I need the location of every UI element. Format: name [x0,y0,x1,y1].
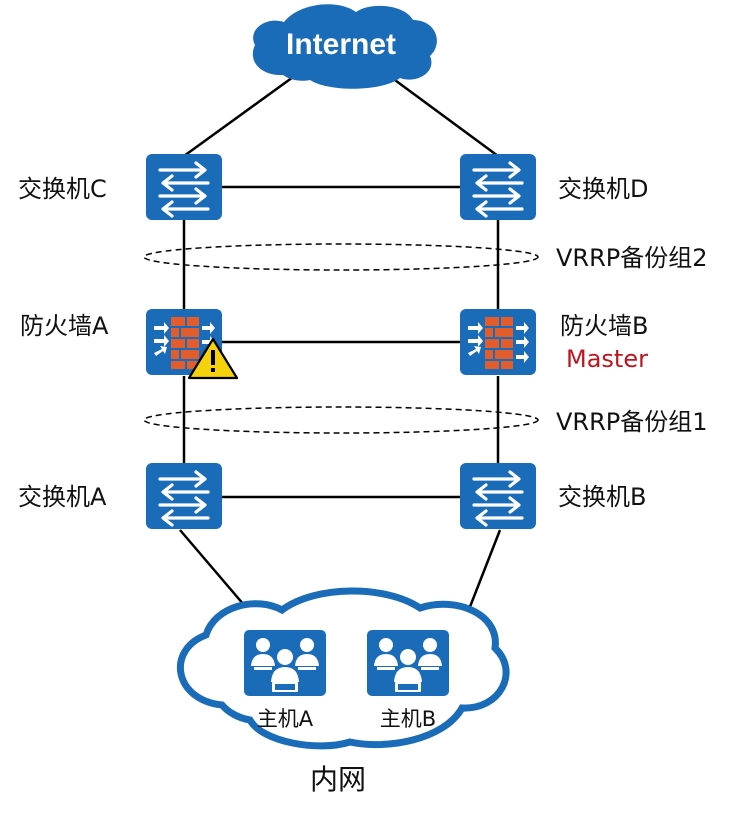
firewall-b-label: 防火墙B [560,312,648,340]
warning-icon [187,337,239,380]
lan-cloud [176,587,510,750]
link-internet-switch-c [183,70,301,158]
link-switch-b-lan [464,529,502,618]
host-group-icon [244,630,326,696]
vrrp-group-2-label: VRRP备份组2 [556,244,708,272]
switch-c [144,152,224,222]
vrrp-group-2-ellipse [143,243,539,271]
switch-icon [458,152,538,222]
vrrp-group-1-label: VRRP备份组1 [556,408,708,436]
host-a-label: 主机A [257,707,314,731]
firewall-b-status: Master [566,345,648,373]
internet-cloud: Internet [252,4,437,89]
firewall-a-label: 防火墙A [20,312,109,340]
switch-a [144,461,224,531]
lan-label: 内网 [310,763,366,796]
switch-b [458,461,538,531]
switch-icon [144,152,224,222]
internet-label: Internet [286,28,396,61]
switch-c-label: 交换机C [18,175,107,203]
switch-b-label: 交换机B [558,483,646,511]
switch-icon [144,461,224,531]
firewall-b [460,309,536,375]
switch-icon [458,461,538,531]
host-b-label: 主机B [380,707,436,731]
firewall-icon [460,309,536,375]
links [179,70,502,618]
link-internet-switch-d [383,70,499,158]
host-b [367,630,449,696]
host-a [244,630,326,696]
vrrp-group-1-ellipse [143,406,539,434]
link-switch-a-lan [179,529,251,613]
switch-a-label: 交换机A [18,483,107,511]
host-group-icon [367,630,449,696]
switch-d-label: 交换机D [558,175,648,203]
switch-d [458,152,538,222]
